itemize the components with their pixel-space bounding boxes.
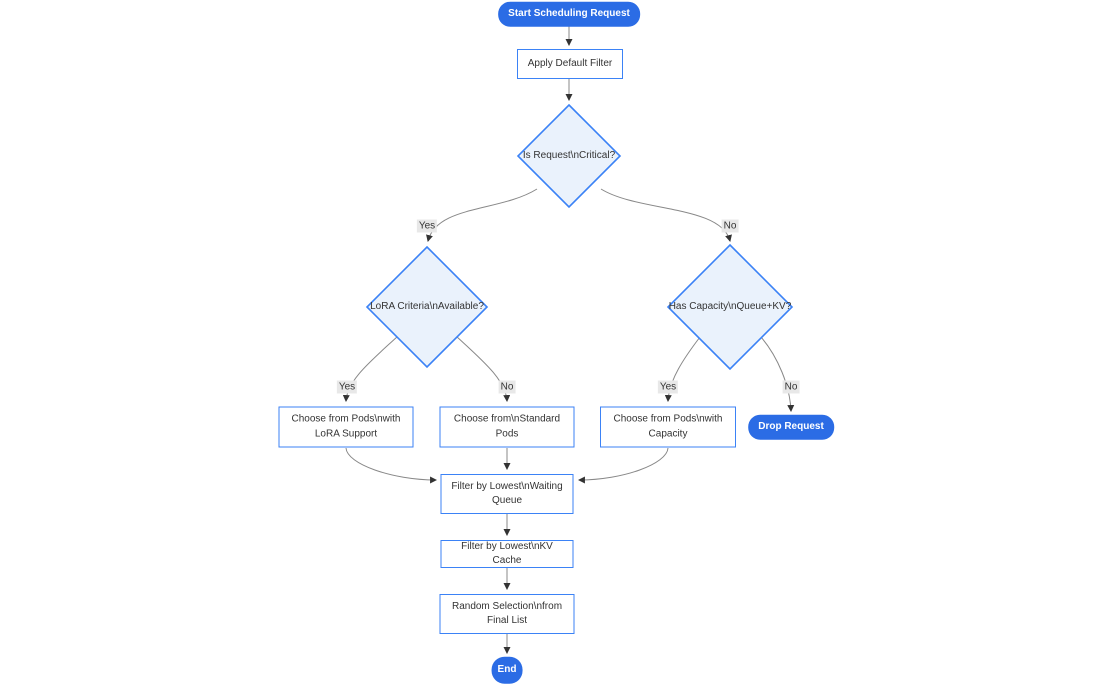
node-lora-criteria-label: LoRA Criteria\nAvailable? [370, 300, 484, 312]
node-filter-waiting-queue: Filter by Lowest\nWaiting Queue [440, 474, 574, 514]
edge-is-critical-yes-to-lora [426, 188, 538, 243]
edge-label-critical-yes: Yes [416, 219, 438, 233]
edge-label-lora-yes: Yes [336, 380, 358, 394]
node-random-selection: Random Selection\nfrom Final List [439, 594, 575, 634]
node-drop-request: Drop Request [748, 414, 834, 440]
edge-label-critical-no: No [721, 219, 739, 233]
decision-is-critical-shape [516, 103, 622, 209]
edge-capacity-yes-to-choose-capacity [664, 336, 701, 403]
node-apply-default-filter: Apply Default Filter [517, 49, 623, 79]
node-end: End [491, 656, 523, 684]
edge-label-capacity-no: No [782, 380, 800, 394]
node-start: Start Scheduling Request [498, 1, 640, 27]
node-filter-kv-cache: Filter by Lowest\nKV Cache [440, 540, 574, 568]
node-is-critical-label: Is Request\nCritical? [522, 149, 616, 161]
edge-lora-yes-to-choose-lora [342, 335, 399, 403]
decision-lora-criteria-shape [365, 245, 489, 369]
node-choose-capacity-pods: Choose from Pods\nwith Capacity [600, 406, 736, 448]
node-choose-standard-pods: Choose from\nStandard Pods [439, 406, 575, 448]
edge-label-capacity-yes: Yes [657, 380, 679, 394]
node-choose-lora-pods: Choose from Pods\nwith LoRA Support [278, 406, 414, 448]
edge-choose-capacity-to-filter-waiting [577, 447, 669, 484]
edge-choose-lora-to-filter-waiting [345, 447, 438, 484]
node-has-capacity-label: Has Capacity\nQueue+KV? [668, 300, 792, 312]
decision-has-capacity-shape [666, 243, 794, 371]
edge-is-critical-no-to-capacity [600, 188, 732, 243]
edge-lora-no-to-choose-standard [455, 335, 511, 403]
edge-capacity-no-to-drop-request [760, 336, 795, 413]
edge-label-lora-no: No [498, 380, 516, 394]
